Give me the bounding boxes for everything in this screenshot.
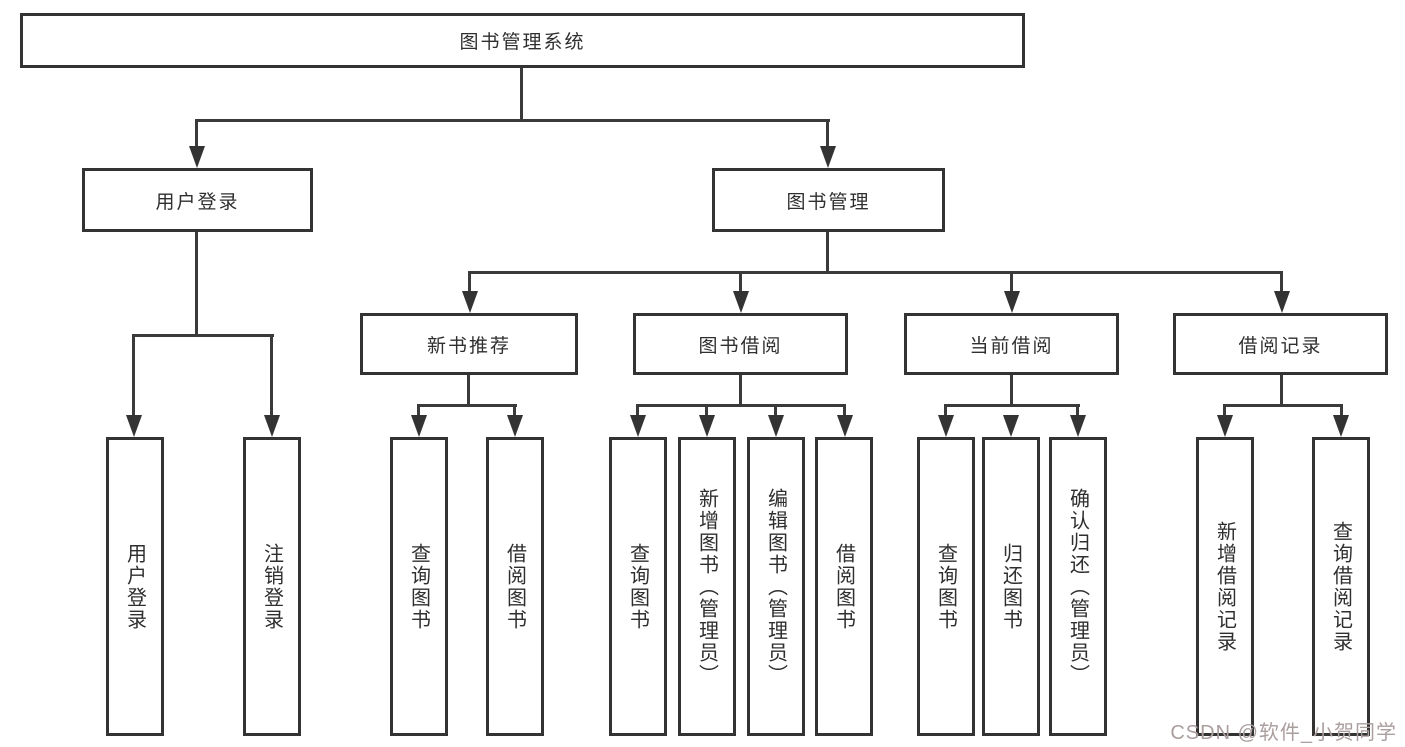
connector-line bbox=[826, 119, 829, 151]
connector-line bbox=[195, 119, 830, 122]
node-label: 用户登录 bbox=[123, 542, 146, 631]
node-user-login: 用户登录 bbox=[82, 168, 313, 232]
node-label: 图书管理 bbox=[786, 191, 871, 213]
connector-line bbox=[739, 271, 742, 293]
node-label: 借阅记录 bbox=[1238, 335, 1323, 357]
arrow-down-icon bbox=[837, 415, 853, 437]
node-label: 新书推荐 bbox=[426, 335, 511, 357]
leaf-borrow-books: 借阅图书 bbox=[815, 437, 873, 736]
arrow-down-icon bbox=[938, 415, 954, 437]
arrow-down-icon bbox=[768, 415, 784, 437]
arrow-down-icon bbox=[462, 291, 478, 313]
connector-line bbox=[513, 404, 516, 418]
arrow-down-icon bbox=[1274, 291, 1290, 313]
connector-line bbox=[132, 334, 274, 337]
connector-line bbox=[1076, 404, 1079, 418]
node-label: 查询图书 bbox=[626, 542, 649, 631]
node-label: 借阅图书 bbox=[832, 542, 855, 631]
node-label: 当前借阅 bbox=[969, 335, 1054, 357]
connector-line bbox=[520, 68, 523, 119]
node-label: 图书借阅 bbox=[698, 335, 783, 357]
connector-line bbox=[1280, 375, 1283, 407]
node-label: 确认归还（管理员） bbox=[1066, 487, 1089, 686]
connector-line bbox=[774, 404, 777, 418]
node-borrowing-records: 借阅记录 bbox=[1173, 313, 1388, 375]
leaf-return-books: 归还图书 bbox=[982, 437, 1040, 736]
connector-line bbox=[1223, 404, 1226, 418]
node-library-management-system: 图书管理系统 bbox=[20, 13, 1025, 68]
connector-line bbox=[843, 404, 846, 418]
leaf-logout: 注销登录 bbox=[243, 437, 301, 736]
node-label: 图书管理系统 bbox=[459, 32, 586, 53]
connector-line bbox=[636, 404, 846, 407]
connector-line bbox=[1010, 271, 1013, 293]
arrow-down-icon bbox=[264, 415, 280, 437]
node-label: 新增借阅记录 bbox=[1213, 520, 1236, 653]
connector-line bbox=[636, 404, 639, 418]
leaf-query-books: 查询图书 bbox=[609, 437, 667, 736]
arrow-down-icon bbox=[1070, 415, 1086, 437]
arrow-down-icon bbox=[1004, 291, 1020, 313]
connector-line bbox=[132, 334, 135, 416]
leaf-add-books-admin: 新增图书（管理员） bbox=[678, 437, 736, 736]
connector-line bbox=[944, 404, 1080, 407]
csdn-watermark: CSDN @软件_小贺同学 bbox=[1170, 722, 1397, 744]
node-label: 新增图书（管理员） bbox=[695, 487, 718, 686]
leaf-query-books: 查询图书 bbox=[390, 437, 448, 736]
node-label: 借阅图书 bbox=[503, 542, 526, 631]
node-label: 用户登录 bbox=[155, 191, 240, 213]
arrow-down-icon bbox=[411, 415, 427, 437]
connector-line bbox=[417, 404, 420, 418]
leaf-query-borrow-record: 查询借阅记录 bbox=[1312, 437, 1370, 736]
connector-line bbox=[1010, 375, 1013, 407]
leaf-user-login: 用户登录 bbox=[106, 437, 164, 736]
connector-line bbox=[1340, 404, 1343, 418]
node-book-management: 图书管理 bbox=[712, 168, 945, 232]
connector-line bbox=[468, 271, 471, 293]
arrow-down-icon bbox=[1217, 415, 1233, 437]
node-current-borrowing: 当前借阅 bbox=[904, 313, 1119, 375]
arrow-down-icon bbox=[699, 415, 715, 437]
node-label: 查询图书 bbox=[407, 542, 430, 631]
arrow-down-icon bbox=[1003, 415, 1019, 437]
leaf-edit-books-admin: 编辑图书（管理员） bbox=[747, 437, 805, 736]
leaf-confirm-return-admin: 确认归还（管理员） bbox=[1049, 437, 1107, 736]
arrow-down-icon bbox=[630, 415, 646, 437]
connector-line bbox=[195, 232, 198, 337]
connector-line bbox=[739, 375, 742, 407]
node-label: 注销登录 bbox=[260, 542, 283, 631]
connector-line bbox=[944, 404, 947, 418]
node-label: 查询图书 bbox=[934, 542, 957, 631]
connector-line bbox=[1280, 271, 1283, 293]
connector-line bbox=[417, 404, 517, 407]
connector-line bbox=[467, 375, 470, 407]
arrow-down-icon bbox=[820, 146, 836, 168]
connector-line bbox=[270, 334, 273, 416]
arrow-down-icon bbox=[189, 146, 205, 168]
connector-line bbox=[468, 271, 1283, 274]
node-label: 查询借阅记录 bbox=[1329, 520, 1352, 653]
connector-line bbox=[705, 404, 708, 418]
node-new-book-recommendation: 新书推荐 bbox=[360, 313, 578, 375]
node-label: 编辑图书（管理员） bbox=[764, 487, 787, 686]
leaf-borrow-books: 借阅图书 bbox=[486, 437, 544, 736]
connector-line bbox=[826, 232, 829, 274]
node-book-borrowing: 图书借阅 bbox=[633, 313, 848, 375]
leaf-add-borrow-record: 新增借阅记录 bbox=[1196, 437, 1254, 736]
arrow-down-icon bbox=[126, 415, 142, 437]
connector-line bbox=[1223, 404, 1343, 407]
leaf-query-books: 查询图书 bbox=[917, 437, 975, 736]
arrow-down-icon bbox=[1333, 415, 1349, 437]
arrow-down-icon bbox=[733, 291, 749, 313]
connector-line bbox=[195, 119, 198, 151]
arrow-down-icon bbox=[507, 415, 523, 437]
node-label: 归还图书 bbox=[999, 542, 1022, 631]
